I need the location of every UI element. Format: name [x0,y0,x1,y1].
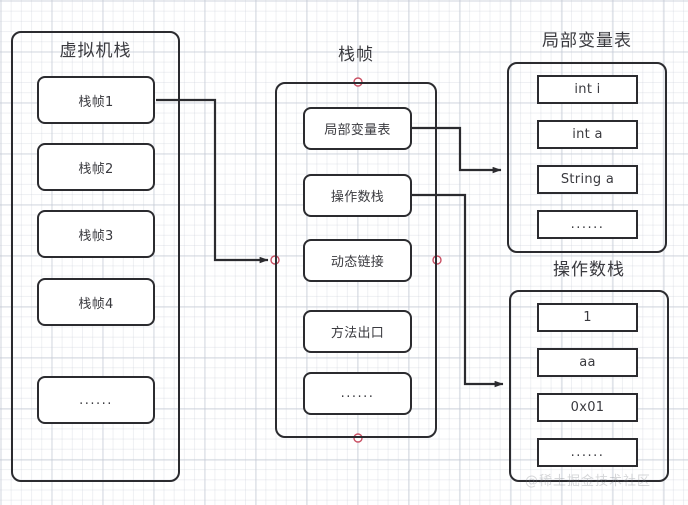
vm-stack-frame-2[interactable]: 栈帧2 [37,143,155,191]
stack-frame-part-method-exit-label: 方法出口 [330,326,385,341]
operand-stack-slot-1[interactable]: 1 [537,303,638,332]
stack-frame-part-dynamic-link[interactable]: 动态链接 [303,239,412,282]
vm-stack-frame-3-label: 栈帧3 [78,228,114,244]
watermark: @稀土掘金技术社区 [525,474,652,489]
local-variable-table-container [507,62,667,253]
vm-stack-title: 虚拟机栈 [59,41,132,61]
stack-frame-part-dynamic-link-label: 动态链接 [330,255,385,270]
stack-frame-part-operand-stack-label: 操作数栈 [330,190,385,205]
vm-stack-frame-1-label: 栈帧1 [78,94,114,110]
vm-stack-frame-4[interactable]: 栈帧4 [37,278,155,326]
stack-frame-part-method-exit[interactable]: 方法出口 [303,310,412,353]
operand-stack-slot-0x01[interactable]: 0x01 [537,393,638,422]
stack-frame-part-more-label: ...... [340,386,375,401]
local-variable-slot-more-label: ...... [570,217,605,232]
local-variable-slot-more[interactable]: ...... [537,210,638,239]
operand-stack-title: 操作数栈 [553,260,625,280]
operand-stack-container [509,290,669,482]
local-variable-slot-int-i-label: int i [574,82,601,97]
stack-frame-part-local-vars-label: 局部变量表 [324,123,391,138]
operand-stack-slot-1-label: 1 [583,310,592,325]
vm-stack-container [11,31,180,482]
operand-stack-slot-more-label: ...... [570,445,605,460]
operand-stack-slot-aa[interactable]: aa [537,348,638,377]
stack-frame-part-more[interactable]: ...... [303,372,412,415]
stack-frame-part-operand-stack[interactable]: 操作数栈 [303,174,412,217]
local-variable-slot-int-a[interactable]: int a [537,120,638,149]
vm-stack-frame-1[interactable]: 栈帧1 [37,76,155,124]
local-variable-slot-string-a[interactable]: String a [537,165,638,194]
vm-stack-frame-more-label: ...... [79,392,113,408]
stack-frame-title: 栈帧 [338,45,374,65]
stack-frame-part-local-vars[interactable]: 局部变量表 [303,107,412,150]
vm-stack-frame-4-label: 栈帧4 [78,296,114,312]
vm-stack-frame-3[interactable]: 栈帧3 [37,210,155,258]
local-variable-slot-string-a-label: String a [560,172,615,187]
local-variable-table-title: 局部变量表 [542,31,632,51]
stack-frame-container [275,82,437,438]
local-variable-slot-int-i[interactable]: int i [537,75,638,104]
vm-stack-frame-more[interactable]: ...... [37,376,155,424]
operand-stack-slot-more[interactable]: ...... [537,438,638,467]
vm-stack-frame-2-label: 栈帧2 [78,161,114,177]
operand-stack-slot-aa-label: aa [579,355,596,370]
local-variable-slot-int-a-label: int a [572,127,603,142]
operand-stack-slot-0x01-label: 0x01 [570,400,605,415]
